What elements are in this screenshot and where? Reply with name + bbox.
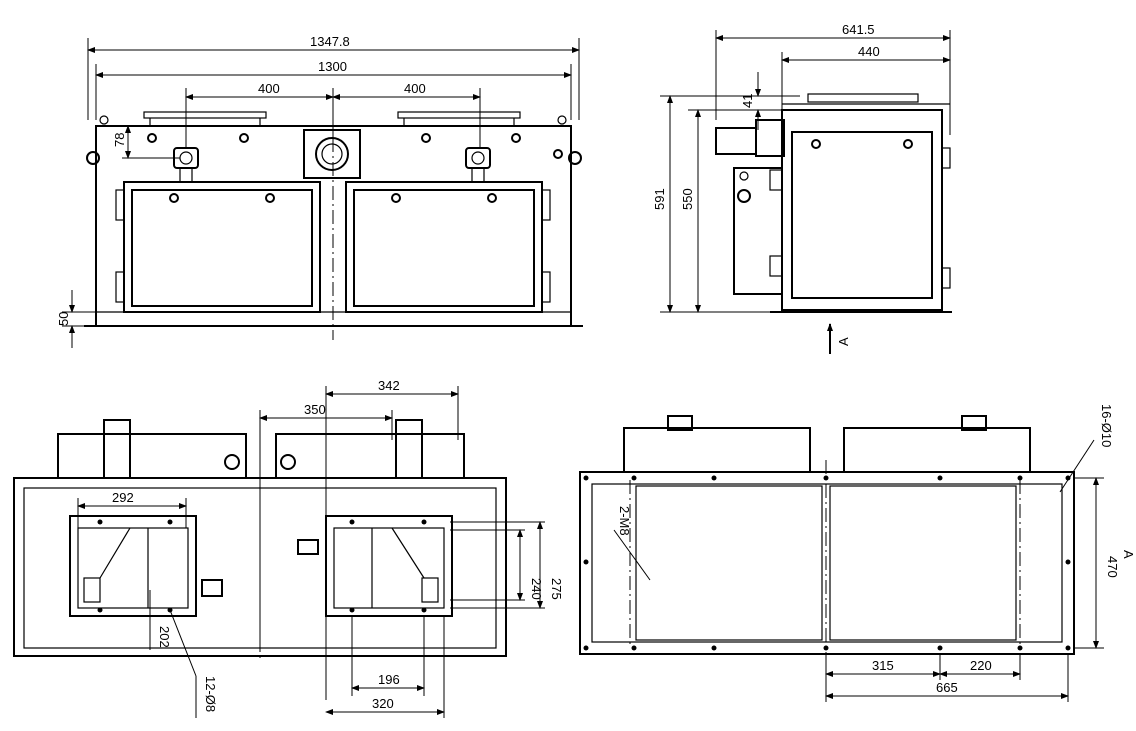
dim-text-400-left: 400 bbox=[258, 81, 280, 96]
right-motor bbox=[465, 147, 491, 182]
dim-flange-width: 1300 bbox=[95, 59, 572, 120]
left-panel bbox=[115, 181, 321, 313]
dim-text-275: 275 bbox=[549, 578, 564, 600]
dim-text-220: 220 bbox=[970, 658, 992, 673]
right-opening bbox=[325, 515, 453, 617]
thread-callout-2-m8: 2-M8 bbox=[617, 506, 632, 536]
left-opening bbox=[69, 515, 197, 617]
dim-text-1300: 1300 bbox=[318, 59, 347, 74]
dim-text-1347-8: 1347.8 bbox=[310, 34, 350, 49]
frame-holes bbox=[583, 475, 1071, 651]
dim-text-240: 240 bbox=[529, 578, 544, 600]
dim-text-50: 50 bbox=[56, 312, 71, 326]
dim-550: 550 bbox=[680, 109, 716, 313]
dim-440: 440 bbox=[781, 44, 951, 110]
bottom-view: 342 350 bbox=[13, 378, 564, 718]
hole-callout-16: 16-Ø10 bbox=[1059, 404, 1114, 493]
dim-text-320: 320 bbox=[372, 696, 394, 711]
hole-callout-12: 12-Ø8 bbox=[169, 609, 218, 718]
view-label-a-side: A bbox=[836, 337, 851, 346]
dim-text-550: 550 bbox=[680, 188, 695, 210]
dim-text-400-right: 400 bbox=[404, 81, 426, 96]
top-view: 2-M8 16-Ø10 470 A 315 220 665 bbox=[579, 404, 1136, 702]
view-label-a-top-text: A bbox=[1121, 550, 1136, 559]
dim-text-41: 41 bbox=[740, 94, 755, 108]
left-motor bbox=[173, 147, 199, 182]
dim-591: 591 bbox=[652, 95, 770, 313]
dim-text-202: 202 bbox=[157, 626, 172, 648]
dim-text-440: 440 bbox=[858, 44, 880, 59]
dim-text-591: 591 bbox=[652, 188, 667, 210]
dim-202: 202 bbox=[149, 590, 172, 650]
hole-callout-16-d10: 16-Ø10 bbox=[1099, 404, 1114, 447]
dim-text-196: 196 bbox=[378, 672, 400, 687]
dim-overall-width: 1347.8 bbox=[87, 34, 580, 120]
dim-78: 78 bbox=[112, 125, 180, 159]
dim-text-641-5: 641.5 bbox=[842, 22, 875, 37]
dim-text-315: 315 bbox=[872, 658, 894, 673]
dim-470: 470 bbox=[1074, 477, 1120, 649]
view-label-a-top: A bbox=[1121, 550, 1136, 559]
dim-315-220-665: 315 220 665 bbox=[825, 654, 1069, 702]
right-panel bbox=[345, 181, 551, 313]
dim-text-665: 665 bbox=[936, 680, 958, 695]
hole-callout-12-d8: 12-Ø8 bbox=[203, 676, 218, 712]
view-arrow-a-side: A bbox=[827, 323, 851, 354]
side-view: 641.5 440 41 bbox=[652, 22, 952, 354]
dim-text-470: 470 bbox=[1105, 556, 1120, 578]
dim-641-5: 641.5 bbox=[715, 22, 951, 135]
dim-240-275: 240 275 bbox=[450, 521, 564, 609]
dim-292: 292 bbox=[77, 490, 187, 528]
dim-50: 50 bbox=[56, 290, 100, 348]
dim-320: 320 bbox=[325, 616, 445, 718]
front-view: 1347.8 1300 400 400 bbox=[56, 34, 583, 348]
dim-text-78: 78 bbox=[112, 133, 127, 147]
dim-text-292: 292 bbox=[112, 490, 134, 505]
dim-text-342: 342 bbox=[378, 378, 400, 393]
thread-callout: 2-M8 bbox=[613, 506, 651, 581]
dim-text-350: 350 bbox=[304, 402, 326, 417]
dim-196: 196 bbox=[351, 616, 425, 696]
